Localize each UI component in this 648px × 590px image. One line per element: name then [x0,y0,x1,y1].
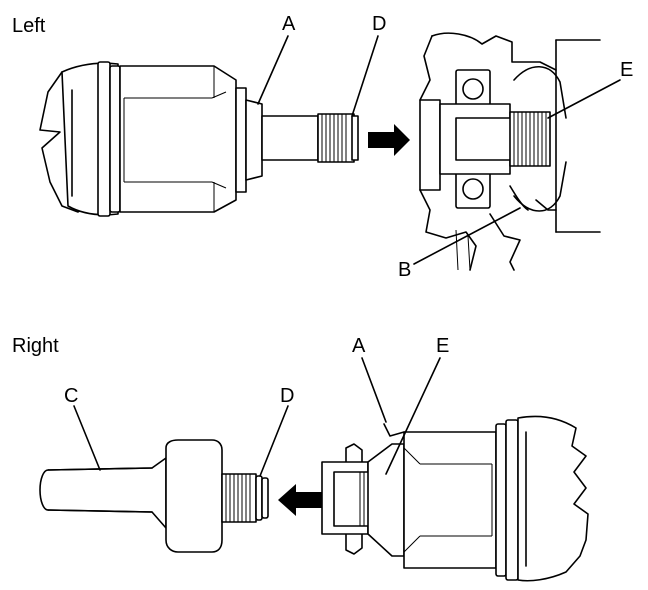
right-direction-arrow [278,484,322,516]
section-title-left: Left [12,15,46,37]
callout-left-A: A [282,13,296,35]
right-driveshaft [39,439,269,553]
left-direction-arrow [368,124,410,156]
callout-right-D: D [280,385,294,407]
right-cv-joint-inner [321,415,589,582]
callout-left-E: E [620,59,633,81]
callout-right-E: E [436,335,449,357]
callout-left-D: D [372,13,386,35]
left-side-gear-splines [513,112,547,166]
left-spline-lines [321,114,347,162]
callout-right-A: A [352,335,366,357]
right-shaft-splines [225,474,251,522]
callout-left-B: B [398,259,411,281]
left-callouts: A D E B [257,13,633,281]
left-cv-joint-outer [39,61,359,217]
left-differential-housing [419,32,601,271]
section-title-right: Right [12,335,59,357]
callout-right-C: C [64,385,78,407]
right-callouts: C D A E [64,335,449,477]
